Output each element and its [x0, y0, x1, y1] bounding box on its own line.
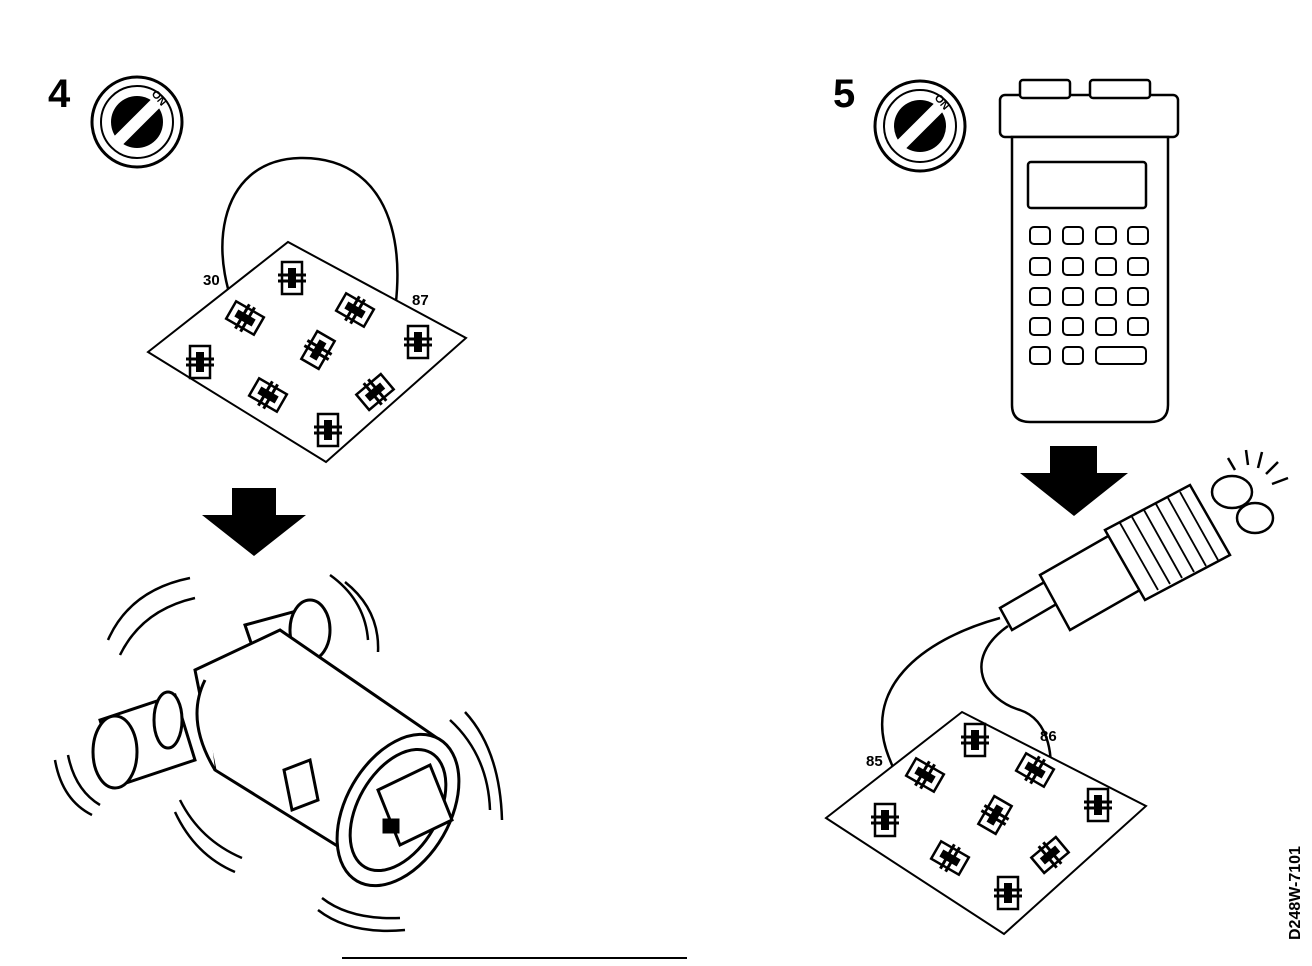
- test-lamp-icon: [998, 449, 1289, 632]
- step-4-number: 4: [48, 72, 71, 116]
- figure-code: D248W-7101: [1287, 846, 1304, 940]
- diagnostic-tester-icon: [998, 78, 1180, 424]
- down-arrow-icon: [202, 488, 306, 556]
- jumper-wire: [221, 156, 399, 406]
- step-4-panel: 4 ON 30 87: [48, 72, 504, 933]
- pin-label-30: 30: [203, 272, 220, 289]
- pin-label-86: 86: [1040, 728, 1057, 745]
- relay-socket-icon: [146, 240, 468, 464]
- fuel-pump-icon: [53, 573, 504, 933]
- ignition-switch-icon: ON: [90, 75, 184, 169]
- relay-socket-icon: [824, 710, 1148, 936]
- pin-label-87: 87: [412, 292, 429, 309]
- step-5-number: 5: [833, 72, 855, 116]
- ignition-switch-icon: ON: [873, 79, 967, 173]
- pin-label-85: 85: [866, 753, 883, 770]
- down-arrow-icon: [1020, 446, 1128, 516]
- step-5-panel: 5 ON: [824, 72, 1289, 936]
